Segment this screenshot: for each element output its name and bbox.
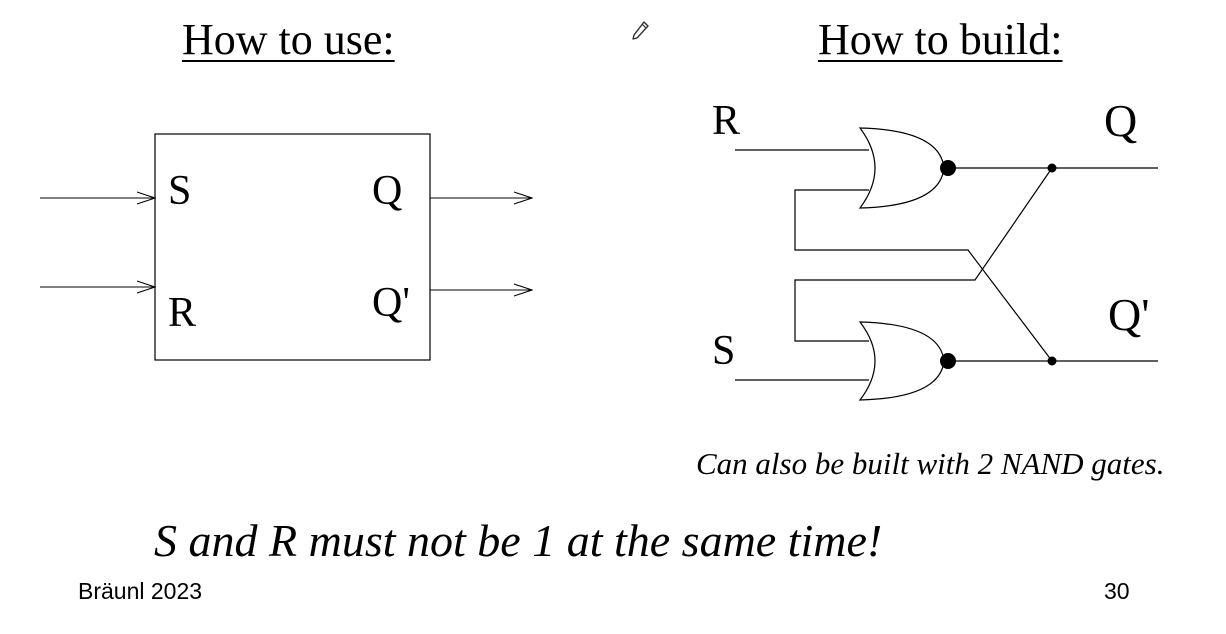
- sr-latch-block: [40, 133, 532, 361]
- block-output-qbar-label: Q': [372, 280, 410, 326]
- block-input-r-label: R: [168, 290, 197, 336]
- inversion-bubble-bottom: [940, 353, 956, 369]
- circuit-input-s-label: S: [712, 328, 736, 374]
- footer-author: Bräunl 2023: [78, 578, 203, 604]
- wire-feedback-qbar: [794, 189, 1053, 362]
- nand-note: Can also be built with 2 NAND gates.: [696, 446, 1165, 481]
- how-to-use-title: How to use:: [182, 15, 395, 64]
- page-number: 30: [1104, 578, 1130, 604]
- warning-text: S and R must not be 1 at the same time!: [154, 515, 883, 566]
- how-to-build-title: How to build:: [818, 15, 1063, 64]
- latch-box: [154, 133, 431, 361]
- circuit-output-qbar-label: Q': [1108, 289, 1150, 340]
- inversion-bubble-top: [940, 160, 956, 176]
- circuit-input-r-label: R: [712, 98, 741, 144]
- block-output-q-label: Q: [372, 168, 403, 214]
- nor-gate-top: [858, 127, 945, 209]
- junction-q: [1047, 163, 1057, 173]
- nor-circuit: [735, 127, 1158, 401]
- junction-qbar: [1047, 356, 1057, 366]
- wire-feedback-q: [794, 167, 1053, 342]
- nor-gate-bottom: [858, 321, 945, 401]
- block-input-s-label: S: [168, 168, 192, 214]
- circuit-output-q-label: Q: [1104, 95, 1138, 146]
- pencil-icon[interactable]: [630, 20, 650, 42]
